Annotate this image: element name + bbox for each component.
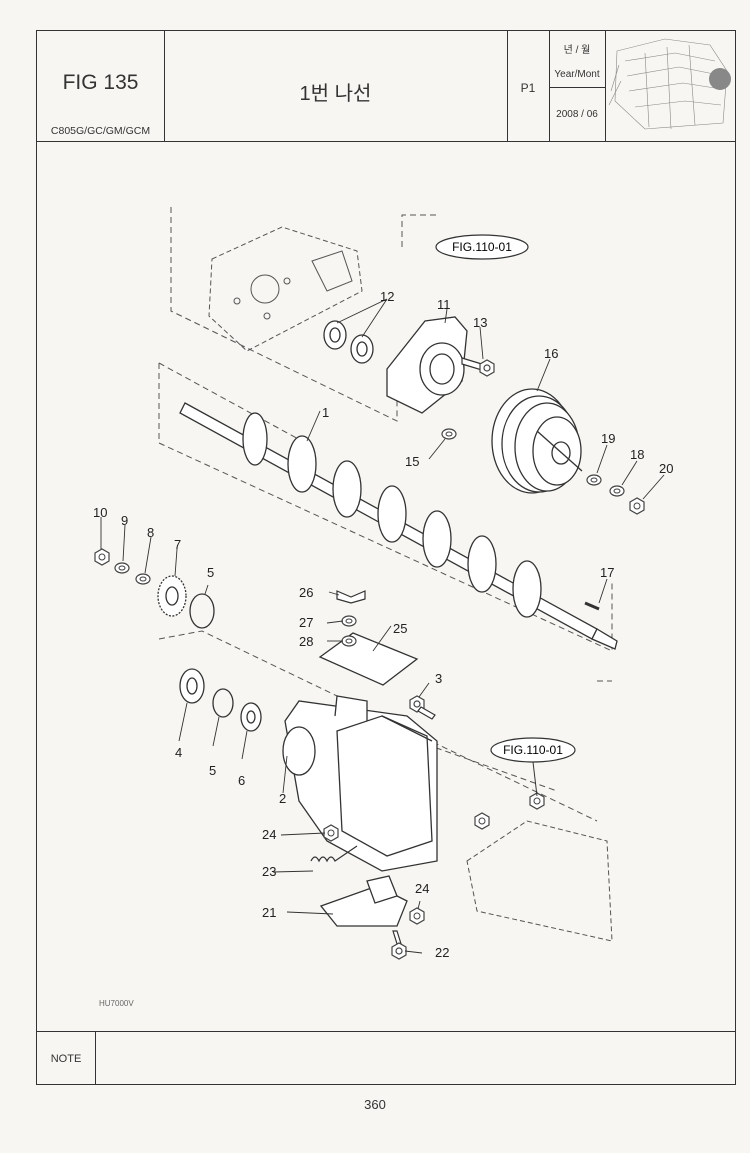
- svg-text:4: 4: [175, 745, 182, 760]
- figure-ref-bottom: FIG.110-01: [490, 737, 576, 763]
- model-code: C805G/GC/GM/GCM: [50, 125, 151, 137]
- svg-text:24: 24: [262, 827, 276, 842]
- svg-text:12: 12: [380, 289, 394, 304]
- exploded-diagram: FIG.110-01 FIG.110-01: [93, 207, 673, 1008]
- date-label-kr: 년 / 월: [563, 45, 591, 56]
- svg-text:7: 7: [174, 537, 181, 552]
- seal-washer: [240, 702, 262, 732]
- svg-text:11: 11: [437, 297, 451, 312]
- svg-text:9: 9: [121, 513, 128, 528]
- drawing-code: HU7000V: [99, 999, 134, 1008]
- page-code: P1: [520, 81, 536, 95]
- auger-screw: [179, 402, 618, 650]
- figure-number: FIG 135: [62, 71, 139, 94]
- svg-text:5: 5: [207, 565, 214, 580]
- title-block: FIG 135 C805G/GC/GM/GCM 1번 나선 P1 년 / 월 Y…: [37, 31, 735, 142]
- snap-ring: [212, 688, 234, 718]
- svg-text:6: 6: [238, 773, 245, 788]
- svg-text:23: 23: [262, 864, 276, 879]
- key: [584, 601, 600, 611]
- svg-text:20: 20: [659, 461, 673, 476]
- date-value: 2008 / 06: [556, 109, 598, 120]
- leader-lines: [100, 298, 665, 954]
- page-number: 360: [364, 1097, 386, 1112]
- part-title: 1번 나선: [299, 83, 372, 105]
- svg-text:18: 18: [630, 447, 644, 462]
- svg-text:28: 28: [299, 634, 313, 649]
- note-label: NOTE: [37, 1032, 96, 1085]
- svg-text:19: 19: [601, 431, 615, 446]
- washer: [135, 573, 151, 585]
- bolt: [409, 695, 436, 720]
- callout-labels: 1 2 3 4 5 5 6 7 8 9 10 11 12 13 15 16 17…: [93, 289, 673, 960]
- svg-text:5: 5: [209, 763, 216, 778]
- figure-ref-top: FIG.110-01: [435, 234, 529, 260]
- spring: [310, 845, 358, 863]
- washer: [114, 562, 130, 574]
- svg-text:FIG.110-01: FIG.110-01: [452, 240, 512, 254]
- snap-ring: [189, 593, 215, 629]
- nut: [323, 824, 339, 842]
- bearing-housing: [386, 316, 468, 414]
- svg-text:15: 15: [405, 454, 419, 469]
- flap-plate: [319, 875, 408, 927]
- svg-text:FIG.110-01: FIG.110-01: [503, 743, 563, 757]
- bolt: [461, 357, 495, 377]
- nut: [409, 907, 425, 925]
- nut: [629, 497, 645, 515]
- svg-text:16: 16: [544, 346, 558, 361]
- pulley: [491, 388, 583, 494]
- nut: [94, 548, 110, 566]
- nut: [474, 812, 490, 830]
- sprocket: [157, 575, 187, 617]
- mounting-frame: [466, 820, 613, 942]
- washer: [441, 428, 457, 440]
- washer: [341, 615, 357, 627]
- parts-sheet: FIG 135 C805G/GC/GM/GCM 1번 나선 P1 년 / 월 Y…: [36, 30, 736, 1085]
- svg-text:22: 22: [435, 945, 449, 960]
- figure-ref-leader: [532, 761, 538, 797]
- svg-text:1: 1: [322, 405, 329, 420]
- flap-bolt: [391, 930, 407, 960]
- machine-thumbnail-image: [608, 38, 731, 130]
- svg-text:25: 25: [393, 621, 407, 636]
- wing-bolt: [336, 590, 366, 604]
- svg-text:3: 3: [435, 671, 442, 686]
- svg-text:2: 2: [279, 791, 286, 806]
- svg-text:24: 24: [415, 881, 429, 896]
- note-row: NOTE: [37, 1031, 735, 1086]
- lower-bearing: [179, 668, 205, 704]
- svg-text:13: 13: [473, 315, 487, 330]
- washer: [341, 635, 357, 647]
- date-label-en: Year/Mont: [554, 69, 600, 80]
- spring-washer: [609, 485, 625, 497]
- thumbnail-highlight-icon: [709, 68, 731, 90]
- svg-text:17: 17: [600, 565, 614, 580]
- frame-plate: [208, 226, 363, 352]
- bearing-pair: [323, 320, 374, 364]
- svg-text:26: 26: [299, 585, 313, 600]
- svg-text:21: 21: [262, 905, 276, 920]
- auger-case: [282, 695, 438, 872]
- svg-text:8: 8: [147, 525, 154, 540]
- washer: [586, 474, 602, 486]
- svg-text:27: 27: [299, 615, 313, 630]
- svg-text:10: 10: [93, 505, 107, 520]
